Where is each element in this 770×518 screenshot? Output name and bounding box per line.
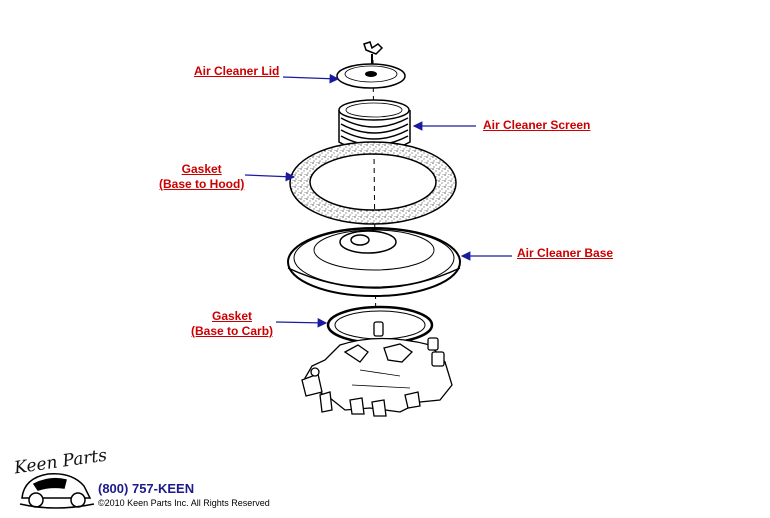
car-logo-icon bbox=[19, 473, 95, 509]
gasket-hood-part bbox=[289, 141, 457, 225]
label-air-cleaner-lid[interactable]: Air Cleaner Lid bbox=[194, 64, 280, 78]
label-air-cleaner-base[interactable]: Air Cleaner Base bbox=[517, 246, 614, 260]
copyright-text: ©2010 Keen Parts Inc. All Rights Reserve… bbox=[98, 498, 270, 508]
air-cleaner-base-part bbox=[287, 227, 461, 297]
phone-number: (800) 757-KEEN bbox=[98, 481, 195, 496]
air-cleaner-screen-part bbox=[338, 99, 411, 153]
label-gasket-base-to-carb[interactable]: Gasket (Base to Carb) bbox=[191, 309, 273, 339]
label-gasket-carb-line1: Gasket bbox=[211, 309, 253, 323]
arrow-gasket-carb bbox=[275, 318, 328, 328]
label-gasket-hood-line2: (Base to Hood) bbox=[159, 177, 245, 191]
carburetor-part bbox=[301, 321, 453, 417]
arrow-lid bbox=[282, 73, 340, 84]
arrow-gasket-hood bbox=[244, 171, 296, 182]
label-gasket-base-to-hood[interactable]: Gasket (Base to Hood) bbox=[159, 162, 244, 192]
air-cleaner-lid-part bbox=[336, 41, 406, 89]
label-gasket-hood-line1: Gasket bbox=[181, 162, 222, 176]
label-gasket-carb-line2: (Base to Carb) bbox=[191, 324, 274, 338]
label-air-cleaner-screen[interactable]: Air Cleaner Screen bbox=[483, 118, 591, 132]
